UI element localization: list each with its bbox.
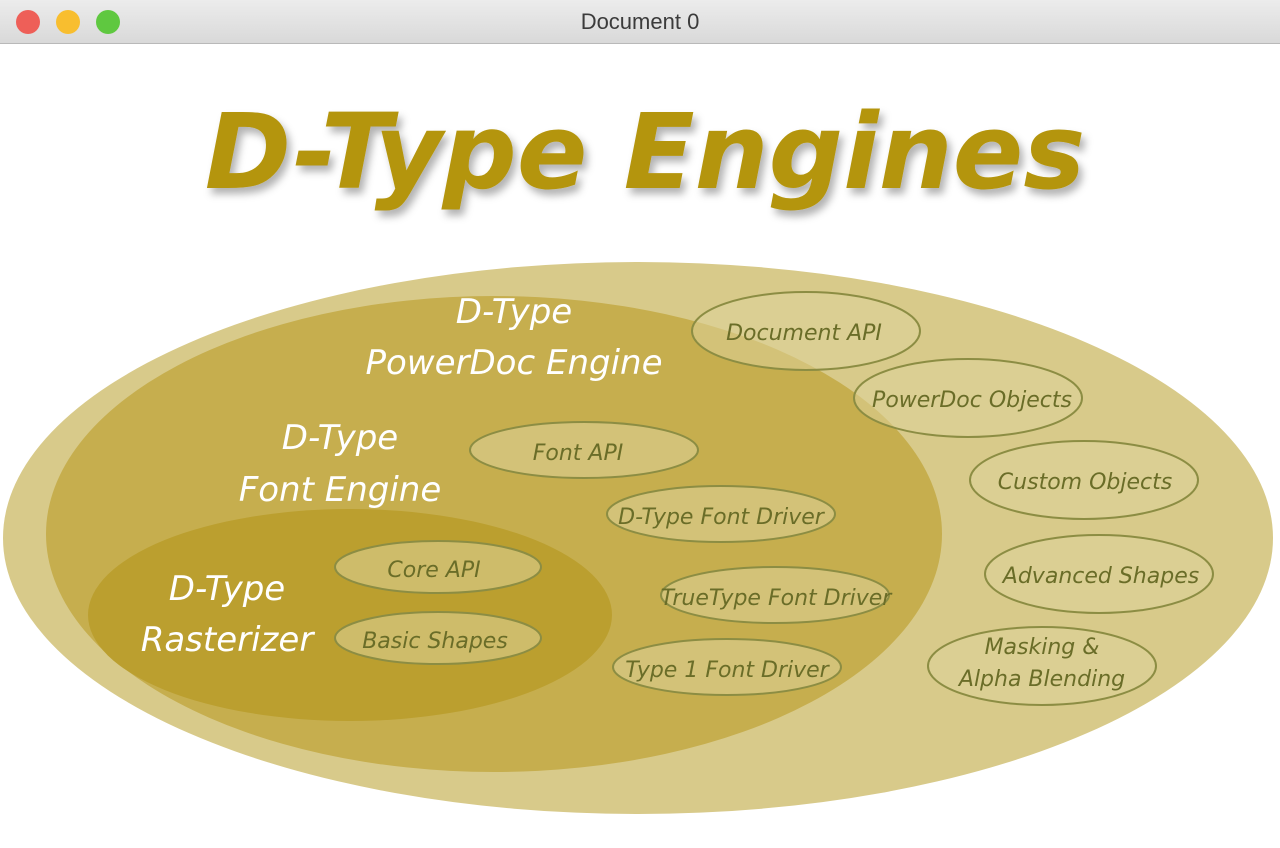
diagram-title: D-Type Engines [205,91,1086,213]
document-api-label: Document API [726,321,882,346]
minimize-button[interactable] [56,10,80,34]
engines-diagram: D-Type Engines D-Type PowerDoc Engine D-… [3,91,1273,814]
close-button[interactable] [16,10,40,34]
masking-bubble: Masking & Alpha Blending [927,626,1157,706]
font-api-bubble: Font API [469,421,699,479]
core-api-label: Core API [387,558,480,583]
font-engine-label-line1: D-Type [282,418,398,458]
document-api-bubble: Document API [691,291,921,371]
font-api-label: Font API [533,441,623,466]
type1-font-driver-bubble: Type 1 Font Driver [612,638,842,696]
custom-objects-label: Custom Objects [998,470,1172,495]
powerdoc-objects-label: PowerDoc Objects [872,388,1072,413]
type1-font-driver-label: Type 1 Font Driver [625,658,830,683]
powerdoc-engine-label-line2: PowerDoc Engine [365,343,662,383]
dtype-font-driver-bubble: D-Type Font Driver [606,485,836,543]
rasterizer-label-line1: D-Type [169,569,285,609]
rasterizer-area [88,509,612,721]
powerdoc-objects-bubble: PowerDoc Objects [853,358,1083,438]
advanced-shapes-label: Advanced Shapes [1001,564,1199,589]
dtype-font-driver-label: D-Type Font Driver [618,505,826,530]
basic-shapes-label: Basic Shapes [362,629,508,654]
core-api-bubble: Core API [334,540,542,594]
truetype-font-driver-label: TrueType Font Driver [661,586,894,611]
masking-label-line2: Alpha Blending [957,667,1125,692]
advanced-shapes-bubble: Advanced Shapes [984,534,1214,614]
truetype-font-driver-bubble: TrueType Font Driver [660,566,894,624]
masking-label-line1: Masking & [985,635,1100,660]
window-titlebar: Document 0 [0,0,1280,44]
zoom-button[interactable] [96,10,120,34]
diagram-canvas: D-Type Engines D-Type PowerDoc Engine D-… [0,44,1280,844]
window-title: Document 0 [580,9,700,34]
basic-shapes-bubble: Basic Shapes [334,611,542,665]
custom-objects-bubble: Custom Objects [969,440,1199,520]
powerdoc-engine-label-line1: D-Type [456,292,572,332]
rasterizer-label-line2: Rasterizer [141,620,316,660]
font-engine-label-line2: Font Engine [239,470,442,510]
